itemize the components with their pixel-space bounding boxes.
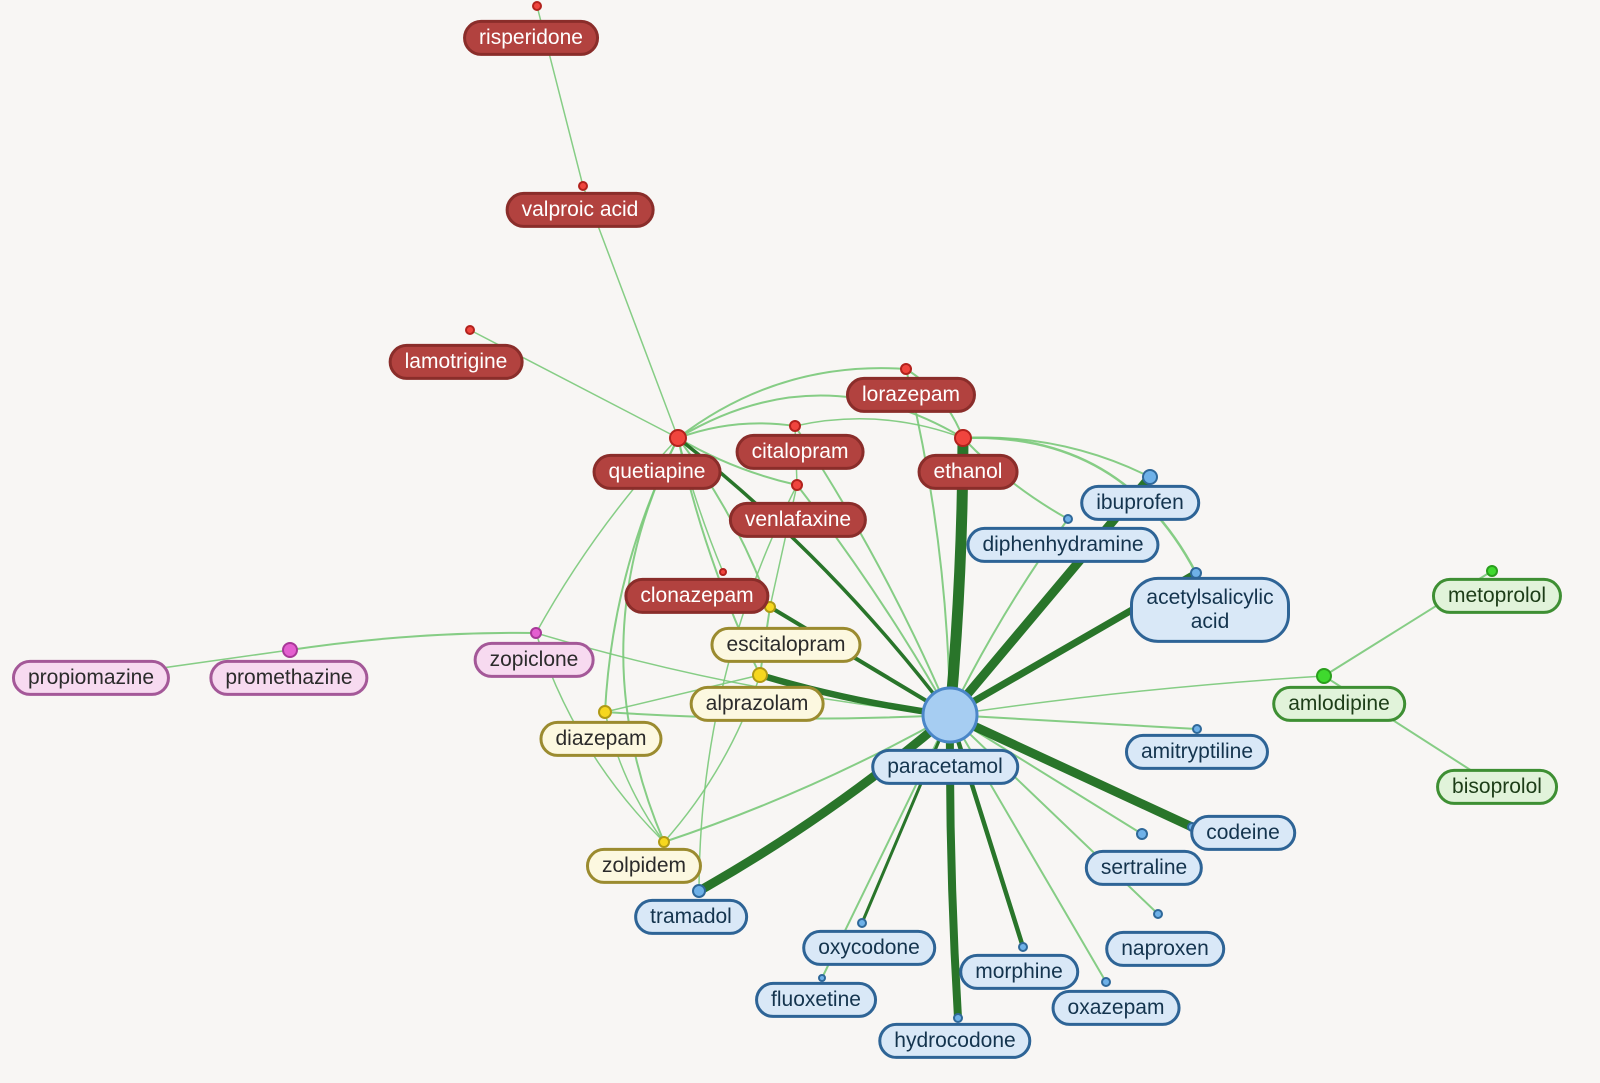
- node-citalopram[interactable]: citalopram: [735, 433, 865, 471]
- edge-paracetamol-tramadol: [694, 710, 955, 896]
- edge-paracetamol-zolpidem: [663, 714, 951, 843]
- node-escitalopram[interactable]: escitalopram: [710, 626, 862, 664]
- edge-quetiapine-ethanol: [677, 394, 964, 439]
- node-acetylsalicylic_acid[interactable]: acetylsalicylic acid: [1130, 576, 1290, 644]
- node-diphenhydramine[interactable]: diphenhydramine: [966, 526, 1160, 564]
- node-dot-lorazepam[interactable]: [900, 363, 912, 375]
- edge-citalopram-ethanol: [794, 418, 964, 439]
- node-dot-diazepam[interactable]: [598, 705, 612, 719]
- node-dot-clonazepam[interactable]: [719, 568, 727, 576]
- node-hydrocodone[interactable]: hydrocodone: [878, 1022, 1032, 1060]
- edge-ethanol-acetylsalicylic_acid: [961, 436, 1198, 575]
- node-zolpidem[interactable]: zolpidem: [585, 847, 703, 885]
- node-dot-oxazepam[interactable]: [1101, 977, 1111, 987]
- edge-amlodipine-paracetamol: [949, 675, 1325, 716]
- node-ibuprofen[interactable]: ibuprofen: [1080, 484, 1200, 522]
- edge-quetiapine-zolpidem: [622, 437, 679, 843]
- node-dot-quetiapine[interactable]: [669, 429, 687, 447]
- node-dot-amitryptiline[interactable]: [1192, 724, 1202, 734]
- node-propiomazine[interactable]: propiomazine: [11, 659, 171, 697]
- edge-paracetamol-codeine: [945, 710, 1197, 832]
- node-dot-promethazine[interactable]: [282, 642, 298, 658]
- node-amlodipine[interactable]: amlodipine: [1272, 685, 1406, 723]
- node-morphine[interactable]: morphine: [959, 953, 1079, 991]
- node-risperidone[interactable]: risperidone: [463, 19, 599, 57]
- node-dot-valproic_acid[interactable]: [578, 181, 588, 191]
- node-dot-naproxen[interactable]: [1153, 909, 1163, 919]
- node-tramadol[interactable]: tramadol: [634, 898, 748, 936]
- edge-quetiapine-lorazepam: [677, 367, 907, 439]
- node-codeine[interactable]: codeine: [1190, 814, 1296, 852]
- node-dot-sertraline[interactable]: [1136, 828, 1148, 840]
- edge-promethazine-zopiclone: [289, 631, 537, 651]
- node-dot-citalopram[interactable]: [789, 420, 801, 432]
- node-alprazolam[interactable]: alprazolam: [689, 685, 825, 723]
- node-dot-ethanol[interactable]: [954, 429, 972, 447]
- node-lorazepam[interactable]: lorazepam: [845, 376, 977, 414]
- node-naproxen[interactable]: naproxen: [1105, 930, 1225, 968]
- node-dot-hydrocodone[interactable]: [953, 1013, 963, 1023]
- node-dot-morphine[interactable]: [1018, 942, 1028, 952]
- node-oxazepam[interactable]: oxazepam: [1051, 989, 1181, 1027]
- node-dot-diphenhydramine[interactable]: [1063, 514, 1073, 524]
- node-dot-ibuprofen[interactable]: [1142, 469, 1158, 485]
- edge-quetiapine-citalopram: [677, 422, 796, 439]
- edge-lamotrigine-quetiapine: [469, 329, 679, 439]
- edge-quetiapine-venlafaxine: [677, 437, 798, 486]
- node-dot-zolpidem[interactable]: [658, 836, 670, 848]
- edge-paracetamol-naproxen: [949, 714, 1159, 915]
- node-paracetamol[interactable]: paracetamol: [871, 748, 1019, 786]
- node-diazepam[interactable]: diazepam: [539, 720, 663, 758]
- edge-paracetamol-amitryptiline: [949, 714, 1198, 730]
- node-promethazine[interactable]: promethazine: [209, 659, 369, 697]
- node-dot-tramadol[interactable]: [692, 884, 706, 898]
- node-dot-zopiclone[interactable]: [530, 627, 542, 639]
- node-ethanol[interactable]: ethanol: [917, 453, 1019, 491]
- node-clonazepam[interactable]: clonazepam: [624, 577, 770, 615]
- node-dot-amlodipine[interactable]: [1316, 668, 1332, 684]
- node-amitryptiline[interactable]: amitryptiline: [1124, 733, 1270, 771]
- node-zopiclone[interactable]: zopiclone: [473, 641, 595, 679]
- node-quetiapine[interactable]: quetiapine: [592, 453, 722, 491]
- node-dot-paracetamol[interactable]: [921, 686, 979, 744]
- node-dot-alprazolam[interactable]: [752, 667, 768, 683]
- node-dot-metoprolol[interactable]: [1486, 565, 1498, 577]
- node-bisoprolol[interactable]: bisoprolol: [1436, 768, 1558, 806]
- node-dot-lamotrigine[interactable]: [465, 325, 475, 335]
- node-metoprolol[interactable]: metoprolol: [1431, 577, 1563, 615]
- node-dot-venlafaxine[interactable]: [791, 479, 803, 491]
- node-oxycodone[interactable]: oxycodone: [802, 929, 936, 967]
- node-venlafaxine[interactable]: venlafaxine: [728, 501, 868, 539]
- edge-diazepam-alprazolam: [604, 674, 761, 713]
- node-dot-fluoxetine[interactable]: [818, 974, 826, 982]
- node-valproic_acid[interactable]: valproic acid: [505, 191, 655, 229]
- edge-escitalopram-venlafaxine: [769, 484, 798, 608]
- node-sertraline[interactable]: sertraline: [1084, 849, 1204, 887]
- node-fluoxetine[interactable]: fluoxetine: [755, 981, 877, 1019]
- node-dot-risperidone[interactable]: [532, 1, 542, 11]
- edge-paracetamol-morphine: [947, 712, 1026, 950]
- node-lamotrigine[interactable]: lamotrigine: [388, 343, 524, 381]
- node-dot-oxycodone[interactable]: [857, 918, 867, 928]
